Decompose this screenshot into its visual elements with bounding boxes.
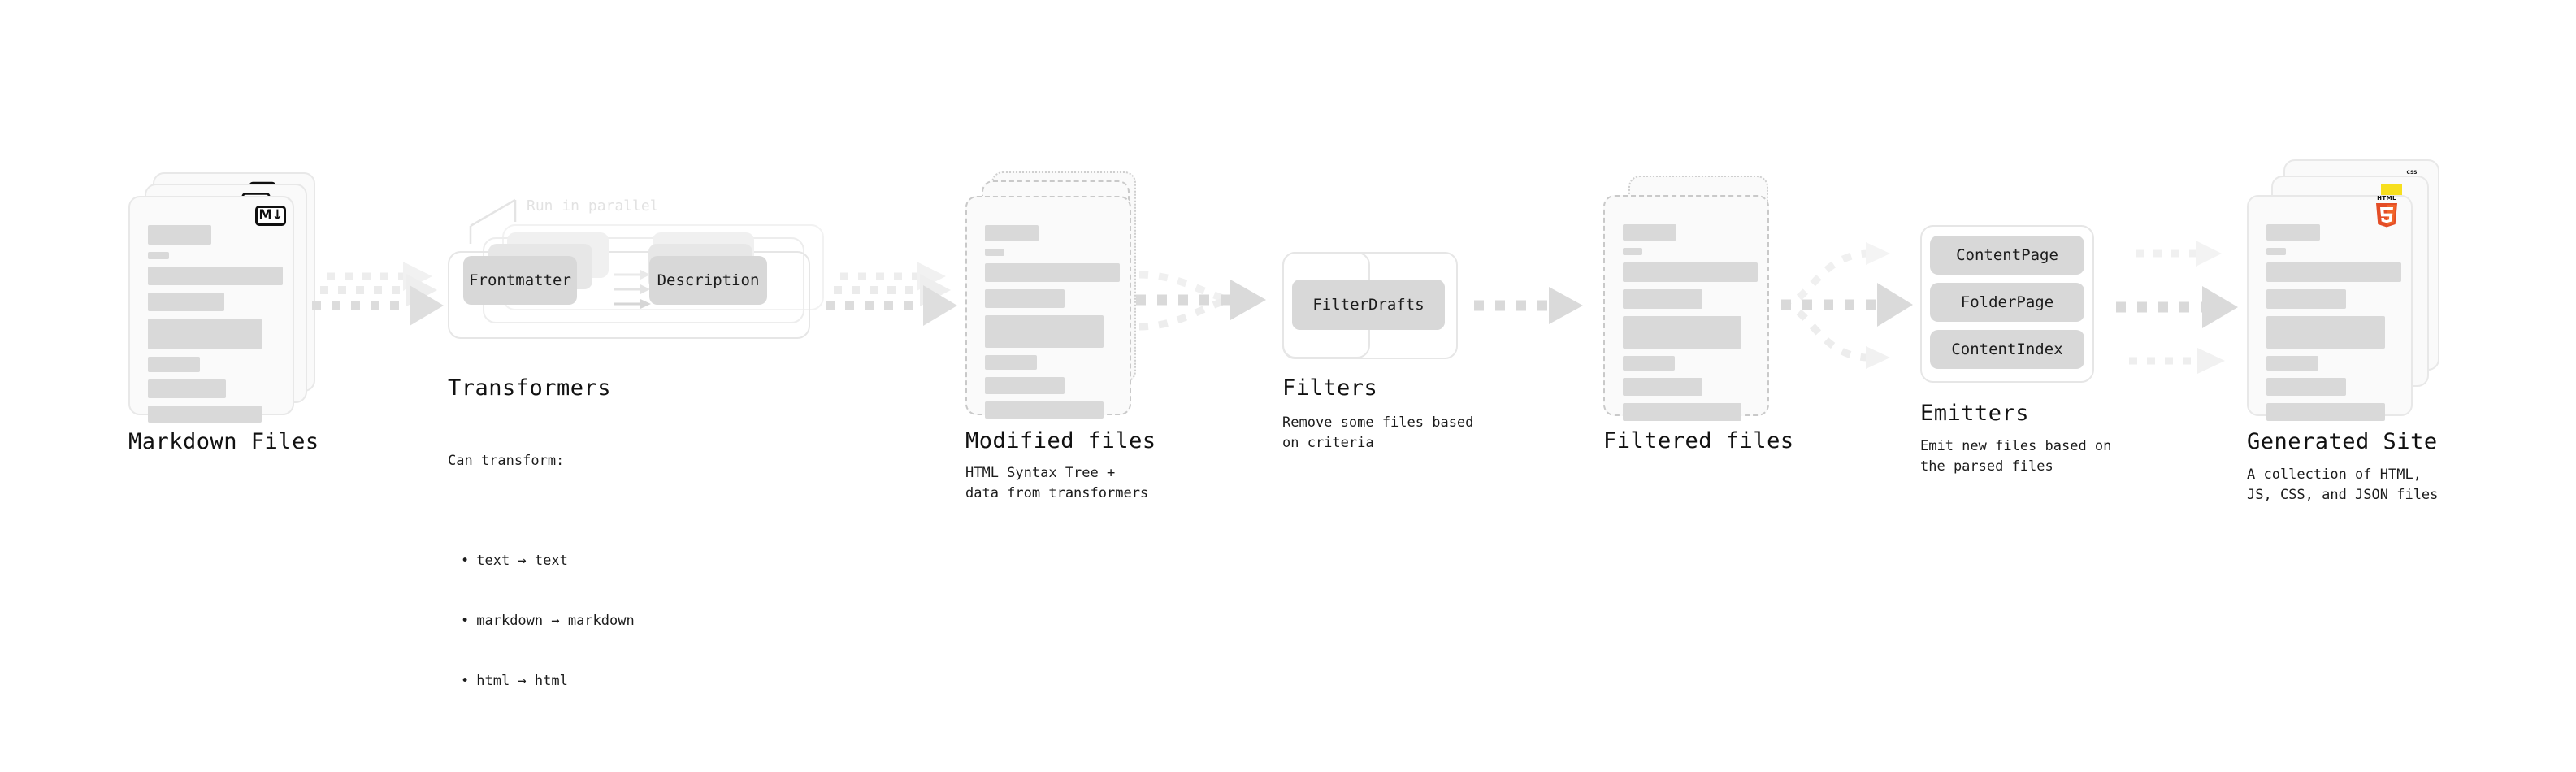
transformers-bullet-list: text → text markdown → markdown html → h… — [448, 511, 635, 731]
transformers-can-transform-label: Can transform: — [448, 453, 565, 470]
connector-transformers-to-modified — [822, 258, 961, 348]
emitter-node-folderpage[interactable]: FolderPage — [1930, 283, 2084, 322]
filters-description: Remove some files based on criteria — [1282, 414, 1474, 451]
connector-md-to-transformers — [309, 258, 447, 348]
transformer-internal-arrows — [614, 268, 679, 317]
emitters-description: Emit new files based on the parsed files — [1920, 438, 2112, 475]
markdown-badge-front: M↓ — [255, 206, 286, 226]
connector-filtered-to-emitters — [1780, 236, 1934, 374]
connector-emitters-to-site — [2110, 234, 2256, 380]
filtered-file-front — [1603, 195, 1769, 421]
filtered-files-title: Filtered files — [1603, 428, 1794, 453]
transformers-bullet-2: html → html — [461, 671, 635, 692]
javascript-badge — [2381, 184, 2402, 198]
generated-file-html — [2247, 195, 2413, 421]
transformers-description: Can transform: text → text markdown → ma… — [448, 411, 635, 772]
modified-files-title: Modified files — [965, 428, 1156, 453]
html5-badge: HTML — [2373, 193, 2400, 229]
transformer-node-description[interactable]: Description — [649, 256, 767, 305]
pipeline-diagram: M↓ M↓ M↓ Markdown Files — [0, 0, 2576, 681]
generated-site-description: A collection of HTML, JS, CSS, and JSON … — [2247, 466, 2439, 503]
modified-files-description: HTML Syntax Tree + data from transformer… — [965, 465, 1149, 501]
generated-site-title: Generated Site — [2247, 429, 2438, 454]
filter-node-filterdrafts-top[interactable]: FilterDrafts — [1292, 280, 1445, 330]
run-in-parallel-bracket — [468, 193, 574, 252]
svg-text:HTML: HTML — [2377, 195, 2396, 202]
markdown-skeleton — [148, 225, 283, 430]
modified-skeleton — [985, 225, 1120, 426]
svg-text:CSS: CSS — [2407, 170, 2418, 176]
transformers-bullet-0: text → text — [461, 551, 635, 571]
connector-modified-to-filters — [1134, 262, 1281, 351]
filtered-skeleton — [1623, 224, 1758, 428]
modified-file-front — [965, 196, 1131, 419]
emitters-box — [1920, 225, 2094, 383]
connector-filters-to-filtered — [1472, 284, 1594, 333]
transformer-node-frontmatter[interactable]: Frontmatter — [463, 256, 577, 305]
transformers-title: Transformers — [448, 375, 612, 401]
run-in-parallel-label: Run in parallel — [527, 197, 659, 215]
markdown-files-title: Markdown Files — [128, 429, 319, 454]
filters-title: Filters — [1282, 375, 1378, 401]
filters-box-outline — [1282, 252, 1458, 359]
emitters-title: Emitters — [1920, 401, 2030, 426]
transformer-box-front — [448, 251, 810, 339]
emitter-node-contentindex[interactable]: ContentIndex — [1930, 330, 2084, 369]
generated-skeleton — [2266, 224, 2401, 428]
emitter-node-contentpage[interactable]: ContentPage — [1930, 236, 2084, 275]
transformers-bullet-1: markdown → markdown — [461, 611, 634, 631]
markdown-file-front — [128, 196, 294, 423]
